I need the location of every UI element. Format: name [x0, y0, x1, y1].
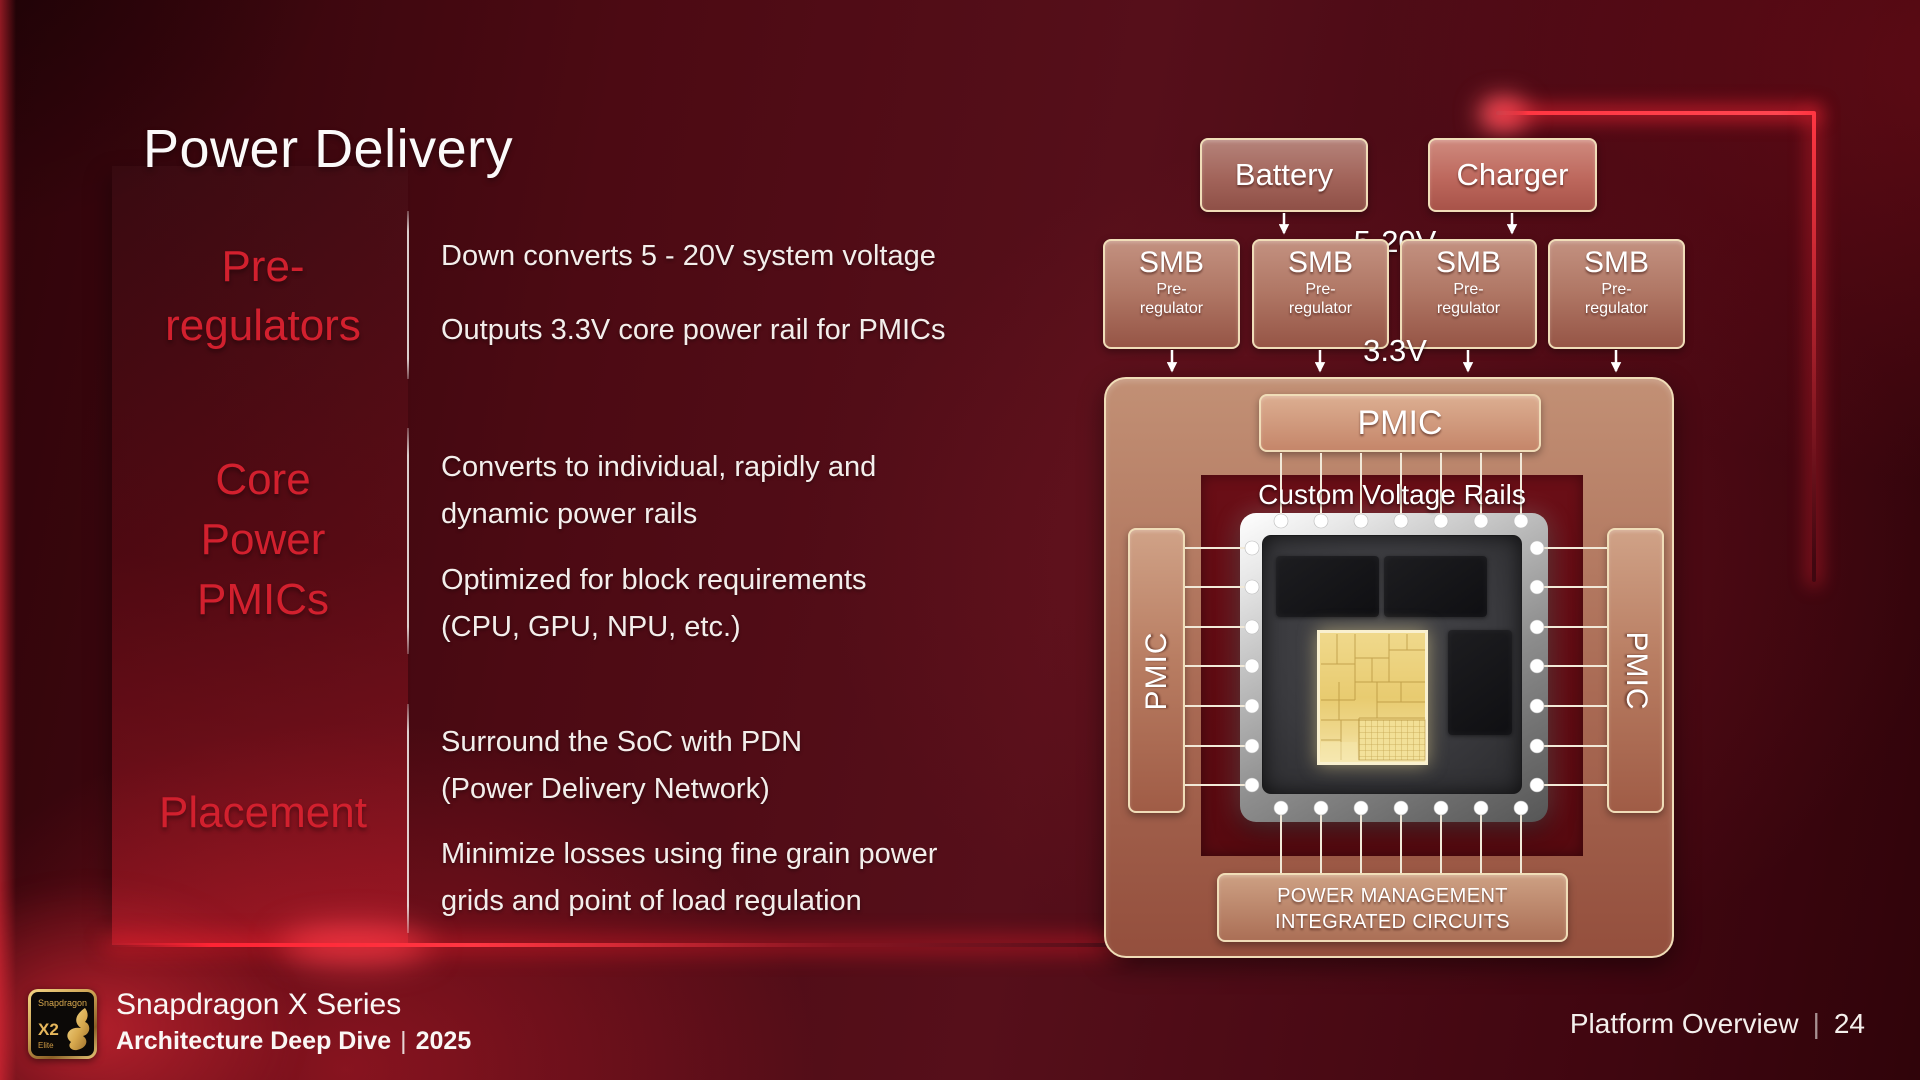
smb-subtitle-line: Pre- [1156, 281, 1187, 298]
output-voltage-label: 3.3V [1363, 333, 1427, 368]
label-line: regulators [165, 301, 361, 350]
text-line: Surround the SoC with PDN [441, 726, 803, 758]
left-accent-panel [112, 166, 408, 945]
point-text: Surround the SoC with PDN (Power Deliver… [441, 719, 802, 813]
section-divider-2 [407, 428, 409, 654]
smb-title: SMB [1435, 246, 1501, 279]
snapdragon-flame-icon [67, 1008, 90, 1051]
text-line: (CPU, GPU, NPU, etc.) [441, 611, 741, 643]
caption-line: INTEGRATED CIRCUITS [1274, 911, 1510, 933]
memory-die-right [1384, 556, 1487, 617]
solder-balls [1244, 513, 1545, 816]
pmic-caption-box: POWER MANAGEMENT INTEGRATED CIRCUITS [1217, 873, 1568, 942]
battery-box: Battery [1200, 138, 1368, 212]
pmic-right-box: PMIC [1607, 528, 1664, 813]
power-delivery-diagram: Battery Charger 5-20V SMB Pre- regulator… [1095, 125, 1695, 975]
flow-arrows [1166, 213, 1622, 373]
left-edge-glow [0, 0, 16, 1080]
memory-die-left [1276, 556, 1379, 617]
text-line: grids and point of load regulation [441, 885, 862, 917]
deck-year: 2025 [415, 1027, 472, 1055]
charger-box: Charger [1428, 138, 1597, 212]
smb-subtitle-line: regulator [1139, 300, 1204, 317]
companion-die [1448, 630, 1512, 735]
smb-subtitle-line: Pre- [1305, 281, 1336, 298]
section-label-pre-regulators: Pre- regulators [118, 237, 408, 355]
logo-chip-text: X2 [38, 1020, 59, 1039]
battery-label: Battery [1234, 157, 1334, 192]
snapdragon-logo: Snapdragon X2 Elite [28, 989, 97, 1059]
text-line: Outputs 3.3V core power rail for PMICs [441, 314, 946, 346]
page-ref-label: Platform Overview [1569, 1008, 1799, 1039]
caption-line: POWER MANAGEMENT [1277, 885, 1508, 907]
smb-title: SMB [1287, 246, 1353, 279]
deck-separator: | [400, 1027, 407, 1055]
point-text: Optimized for block requirements (CPU, G… [441, 557, 867, 651]
smb-subtitle-line: Pre- [1453, 281, 1484, 298]
section-label-core-power-pmics: Core Power PMICs [118, 450, 408, 630]
page-title: Power Delivery [143, 119, 514, 179]
charger-label: Charger [1456, 157, 1569, 192]
text-line: (Power Delivery Network) [441, 773, 770, 805]
smb-subtitle-line: Pre- [1601, 281, 1632, 298]
page-number: 24 [1833, 1008, 1865, 1039]
top-right-glow-line-horizontal [1496, 111, 1816, 115]
point-text: Converts to individual, rapidly and dyna… [441, 444, 876, 538]
smb-pre-regulator-box-1: SMB Pre- regulator [1103, 239, 1240, 349]
label-line: Power [200, 515, 326, 564]
text-line: Minimize losses using fine grain power [441, 838, 938, 870]
top-right-glow-line-vertical [1812, 112, 1816, 582]
section-divider-1 [407, 211, 409, 379]
pmic-top-label: PMIC [1357, 403, 1443, 442]
smb-pre-regulator-box-4: SMB Pre- regulator [1548, 239, 1685, 349]
bottom-glow-line [110, 943, 1120, 947]
text-line: Converts to individual, rapidly and [441, 451, 877, 483]
point-text: Minimize losses using fine grain power g… [441, 831, 937, 925]
text-line: Optimized for block requirements [441, 564, 867, 596]
pmic-left-box: PMIC [1128, 528, 1185, 813]
text-line: Down converts 5 - 20V system voltage [441, 240, 936, 272]
logo-tier-text: Elite [38, 1041, 54, 1050]
soc-gold-die [1317, 630, 1428, 765]
custom-voltage-rails-label: Custom Voltage Rails [1258, 479, 1526, 510]
smb-subtitle-line: regulator [1436, 300, 1501, 317]
section-label-placement: Placement [118, 783, 408, 843]
page-ref-separator: | [1812, 1008, 1820, 1039]
smb-subtitle-line: regulator [1288, 300, 1353, 317]
smb-subtitle-line: regulator [1584, 300, 1649, 317]
pmic-top-box: PMIC [1259, 394, 1541, 452]
deck-name: Architecture Deep Dive [116, 1027, 392, 1055]
section-divider-3 [407, 704, 409, 933]
text-line: dynamic power rails [441, 498, 698, 530]
page-reference: Platform Overview | 24 [1570, 1008, 1865, 1040]
label-line: Pre- [221, 242, 305, 291]
label-line: PMICs [197, 575, 329, 624]
smb-pre-regulator-box-3: SMB Pre- regulator [1400, 239, 1537, 349]
point-text: Outputs 3.3V core power rail for PMICs [441, 307, 945, 354]
label-line: Core [215, 455, 311, 504]
power-leads [1185, 453, 1607, 873]
snapdragon-logo-inner: Snapdragon X2 Elite [31, 992, 94, 1056]
point-text: Down converts 5 - 20V system voltage [441, 233, 936, 280]
logo-brand-text: Snapdragon [37, 998, 88, 1008]
smb-title: SMB [1138, 246, 1204, 279]
smb-pre-regulator-box-2: SMB Pre- regulator [1252, 239, 1389, 349]
footer-product-title: Snapdragon X Series [116, 988, 402, 1021]
label-line: Placement [159, 788, 367, 837]
footer-deck-title: Architecture Deep Dive | 2025 [116, 1027, 471, 1056]
diagram-connections [1166, 213, 1622, 873]
smb-title: SMB [1583, 246, 1649, 279]
